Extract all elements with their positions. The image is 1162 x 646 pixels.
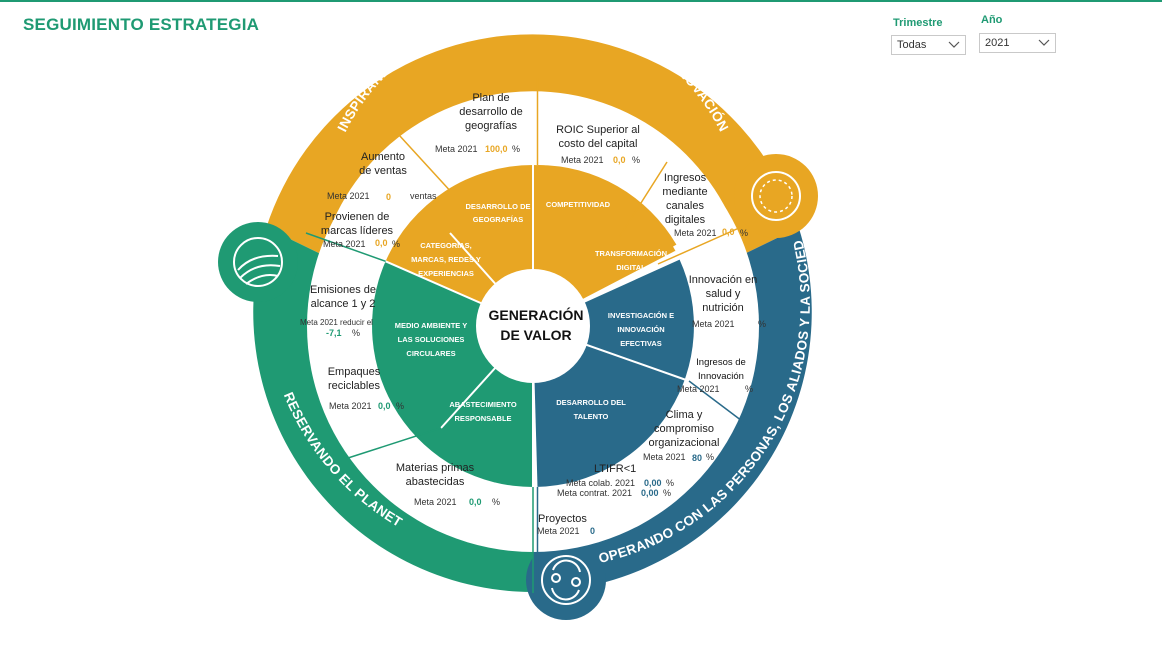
kpi-proyectos-label: Proyectos: [538, 513, 587, 525]
kpi-clima-meta: Meta 2021: [643, 452, 686, 462]
kpi-empaques-unit: %: [396, 401, 404, 411]
center-circle: [476, 269, 590, 383]
kpi-emisiones-value: -7,1: [326, 328, 342, 338]
kpi-clima-unit: %: [706, 452, 714, 462]
kpi-ltifr-label: LTIFR<1: [594, 463, 636, 475]
field-rows-icon: [233, 237, 283, 287]
segment-competitividad: COMPETITIVIDAD: [546, 200, 611, 209]
kpi-plan-geografias-meta: Meta 2021: [435, 144, 478, 154]
anio-select[interactable]: 2021: [979, 33, 1056, 53]
kpi-ingresos-digitales-unit: %: [740, 228, 748, 238]
kpi-aumento-ventas-meta: Meta 2021: [327, 191, 370, 201]
kpi-emisiones-meta: Meta 2021 reducir el: [300, 318, 373, 327]
kpi-emisiones-unit: %: [352, 328, 360, 338]
kpi-plan-geografias-unit: %: [512, 144, 520, 154]
kpi-plan-geografias-value: 100,0: [485, 144, 508, 154]
kpi-ingresos-innovacion-unit: %: [745, 384, 753, 394]
anio-label: Año: [981, 14, 1003, 26]
kpi-aumento-ventas-unit: ventas: [410, 191, 437, 201]
kpi-ltifr-value-colab: 0,00: [644, 478, 662, 488]
kpi-innovacion-salud-meta: Meta 2021: [692, 319, 735, 329]
kpi-marcas-lideres-meta: Meta 2021: [323, 239, 366, 249]
kpi-empaques-value: 0,0: [378, 401, 391, 411]
chevron-down-icon: [1038, 39, 1050, 46]
spoke-lines: [305, 78, 751, 593]
kpi-materias-primas-meta: Meta 2021: [414, 497, 457, 507]
page-title: SEGUIMIENTO ESTRATEGIA: [23, 15, 260, 34]
kpi-ltifr-unit-contrat: %: [663, 488, 671, 498]
left-badge-circle: [218, 222, 298, 302]
kpi-proyectos-meta: Meta 2021: [537, 526, 580, 536]
trimestre-label: Trimestre: [893, 17, 943, 29]
kpi-ingresos-digitales-value: 0,0: [722, 227, 735, 237]
trimestre-select[interactable]: Todas: [891, 35, 966, 55]
kpi-roic-unit: %: [632, 155, 640, 165]
kpi-marcas-lideres-value: 0,0: [375, 238, 388, 248]
circular-people-icon: [541, 555, 591, 605]
chevron-down-icon: [948, 41, 960, 48]
kpi-proyectos-value: 0: [590, 526, 595, 536]
trimestre-value: Todas: [897, 39, 927, 51]
kpi-roic-value: 0,0: [613, 155, 626, 165]
kpi-ltifr-unit-colab: %: [666, 478, 674, 488]
kpi-clima-value: 80: [692, 453, 702, 463]
center-title-line1: GENERACIÓN: [489, 306, 584, 323]
ring-band-top: [266, 34, 799, 255]
kpi-materias-primas-unit: %: [492, 497, 500, 507]
kpi-ingresos-digitales-meta: Meta 2021: [674, 228, 717, 238]
center-title-line2: DE VALOR: [500, 327, 571, 343]
top-badge-circle: [734, 154, 818, 238]
kpi-marcas-lideres-unit: %: [392, 239, 400, 249]
bottom-badge-circle: [526, 540, 606, 620]
top-accent-line: [0, 0, 1162, 2]
anio-value: 2021: [985, 37, 1010, 49]
kpi-empaques-meta: Meta 2021: [329, 401, 372, 411]
kpi-materias-primas-value: 0,0: [469, 497, 482, 507]
kpi-roic-meta: Meta 2021: [561, 155, 604, 165]
kpi-ltifr-meta-colab: Meta colab. 2021: [566, 478, 635, 488]
kpi-innovacion-salud-unit: %: [758, 319, 766, 329]
kpi-ltifr-meta-contrat: Meta contrat. 2021: [557, 488, 632, 498]
kpi-aumento-ventas-value: 0: [386, 192, 391, 202]
kpi-ingresos-innovacion-meta: Meta 2021: [677, 384, 720, 394]
kpi-ltifr-value-contrat: 0,00: [641, 488, 659, 498]
round-badge-icon: [751, 171, 801, 221]
